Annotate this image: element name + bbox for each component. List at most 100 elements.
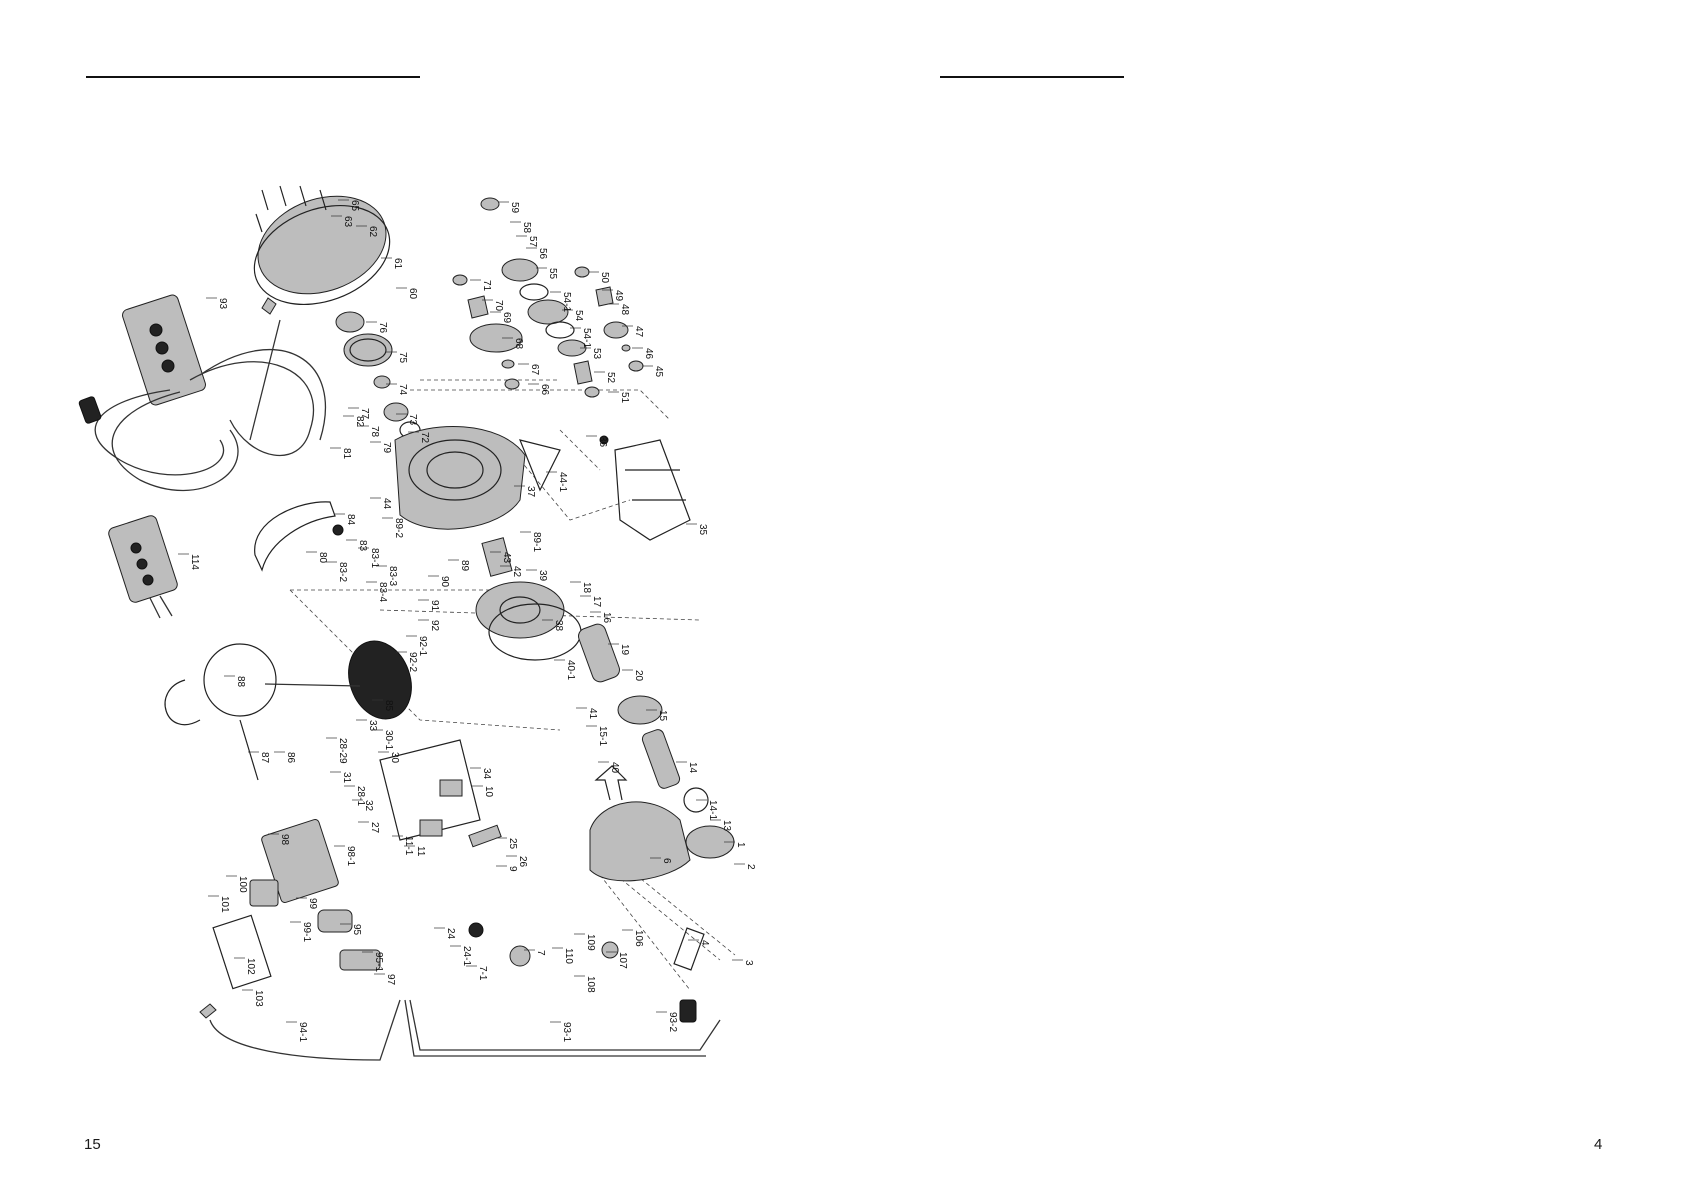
callout-99: 99: [296, 897, 318, 910]
callout-text: 43: [501, 552, 512, 564]
callout-30: 30: [378, 751, 400, 764]
callout-text: 103: [253, 990, 264, 1007]
callout-81: 81: [330, 447, 352, 460]
callout-text: 52: [605, 372, 616, 384]
callout-text: 65: [349, 200, 360, 212]
callout-text: 84: [345, 514, 356, 526]
callout-text: 9: [507, 866, 518, 872]
callout-text: 95-1: [373, 952, 384, 972]
callout-89-2: 89-2: [382, 517, 404, 538]
callout-73: 73: [396, 413, 418, 426]
page-number-right: 4: [1594, 1136, 1603, 1153]
callout-text: 24: [445, 928, 456, 940]
callout-54: 54: [562, 309, 584, 322]
callout-text: 108: [585, 976, 596, 993]
callout-text: 109: [585, 934, 596, 951]
end-cover-60-61: [253, 185, 391, 306]
callout-54-1: 54-1: [550, 291, 572, 312]
callout-text: 70: [493, 300, 504, 312]
callout-text: 26: [517, 856, 528, 868]
callout-text: 33: [367, 720, 378, 732]
callout-text: 101: [219, 896, 230, 913]
callout-text: 4: [699, 940, 710, 946]
connector-parts: [468, 922, 705, 971]
callout-28-29: 28-29: [326, 737, 348, 764]
callout-text: 27: [369, 822, 380, 834]
callout-text: 40-1: [565, 660, 576, 680]
callout-99-1: 99-1: [290, 921, 312, 942]
callout-89: 89: [448, 559, 470, 572]
callout-59: 59: [498, 201, 520, 214]
callout-60: 60: [396, 287, 418, 300]
callout-17: 17: [580, 595, 602, 608]
callout-36: 36: [586, 435, 608, 448]
rule-left: [86, 76, 420, 78]
callout-74: 74: [386, 383, 408, 396]
callout-37: 37: [514, 485, 536, 498]
callout-text: 11: [415, 846, 426, 857]
callout-7-1: 7-1: [466, 965, 488, 981]
callout-text: 19: [619, 644, 630, 656]
callout-79: 79: [370, 441, 392, 454]
callout-66: 66: [528, 383, 550, 396]
callout-1: 1: [724, 841, 746, 848]
callout-83-2: 83-2: [326, 561, 348, 582]
callout-3: 3: [732, 959, 754, 966]
callout-93: 93: [206, 297, 228, 310]
rule-right: [940, 76, 1124, 78]
callout-25: 25: [496, 837, 518, 850]
callout-54-1: 54-1: [570, 327, 592, 348]
callout-text: 41: [587, 708, 598, 720]
callout-text: 7-1: [477, 966, 488, 981]
callout-107: 107: [606, 951, 628, 969]
callout-6: 6: [650, 857, 672, 864]
callout-44: 44: [370, 497, 392, 510]
callout-text: 2: [745, 864, 756, 870]
callout-text: 60: [407, 288, 418, 300]
callout-text: 31: [341, 772, 352, 784]
callout-51: 51: [608, 391, 630, 404]
callout-40-1: 40-1: [554, 659, 576, 680]
callout-24: 24: [434, 927, 456, 940]
callout-text: 79: [381, 442, 392, 454]
callout-text: 97: [385, 974, 396, 986]
callout-97: 97: [374, 973, 396, 986]
callout-69: 69: [490, 311, 512, 324]
callout-text: 46: [643, 348, 654, 360]
callout-83-4: 83-4: [366, 581, 388, 602]
callout-95-1: 95-1: [362, 951, 384, 972]
callout-7: 7: [524, 949, 546, 956]
callout-83-1: 83-1: [358, 547, 380, 568]
callout-text: 54-1: [561, 292, 572, 312]
callout-34: 34: [470, 767, 492, 780]
callout-102: 102: [234, 957, 256, 975]
mounting-frame-35: [599, 435, 691, 541]
callout-82: 82: [343, 415, 365, 428]
callout-76: 76: [366, 321, 388, 334]
callout-text: 32: [363, 800, 374, 812]
callout-83: 83: [346, 539, 368, 552]
callout-text: 3: [743, 960, 754, 966]
callout-15: 15: [646, 709, 668, 722]
callout-text: 28-1: [355, 786, 366, 806]
callout-text: 39: [537, 570, 548, 582]
handle-84: [254, 501, 344, 572]
callout-text: 67: [529, 364, 540, 376]
callout-text: 100: [237, 876, 248, 893]
callout-93-1: 93-1: [550, 1021, 572, 1042]
callout-108: 108: [574, 975, 596, 993]
callout-text: 88: [235, 676, 246, 688]
callout-text: 14: [687, 762, 698, 774]
callout-30-1: 30-1: [372, 729, 394, 750]
callout-text: 44: [381, 498, 392, 510]
callout-text: 114: [189, 554, 200, 570]
callout-106: 106: [622, 929, 644, 947]
callout-text: 13: [721, 820, 732, 832]
callout-27: 27: [358, 821, 380, 834]
callout-text: 48: [619, 304, 630, 316]
callout-65: 65: [338, 199, 360, 212]
callout-9: 9: [496, 865, 518, 872]
callout-text: 92-1: [417, 636, 428, 656]
callout-text: 75: [397, 352, 408, 364]
callout-text: 102: [245, 958, 256, 975]
